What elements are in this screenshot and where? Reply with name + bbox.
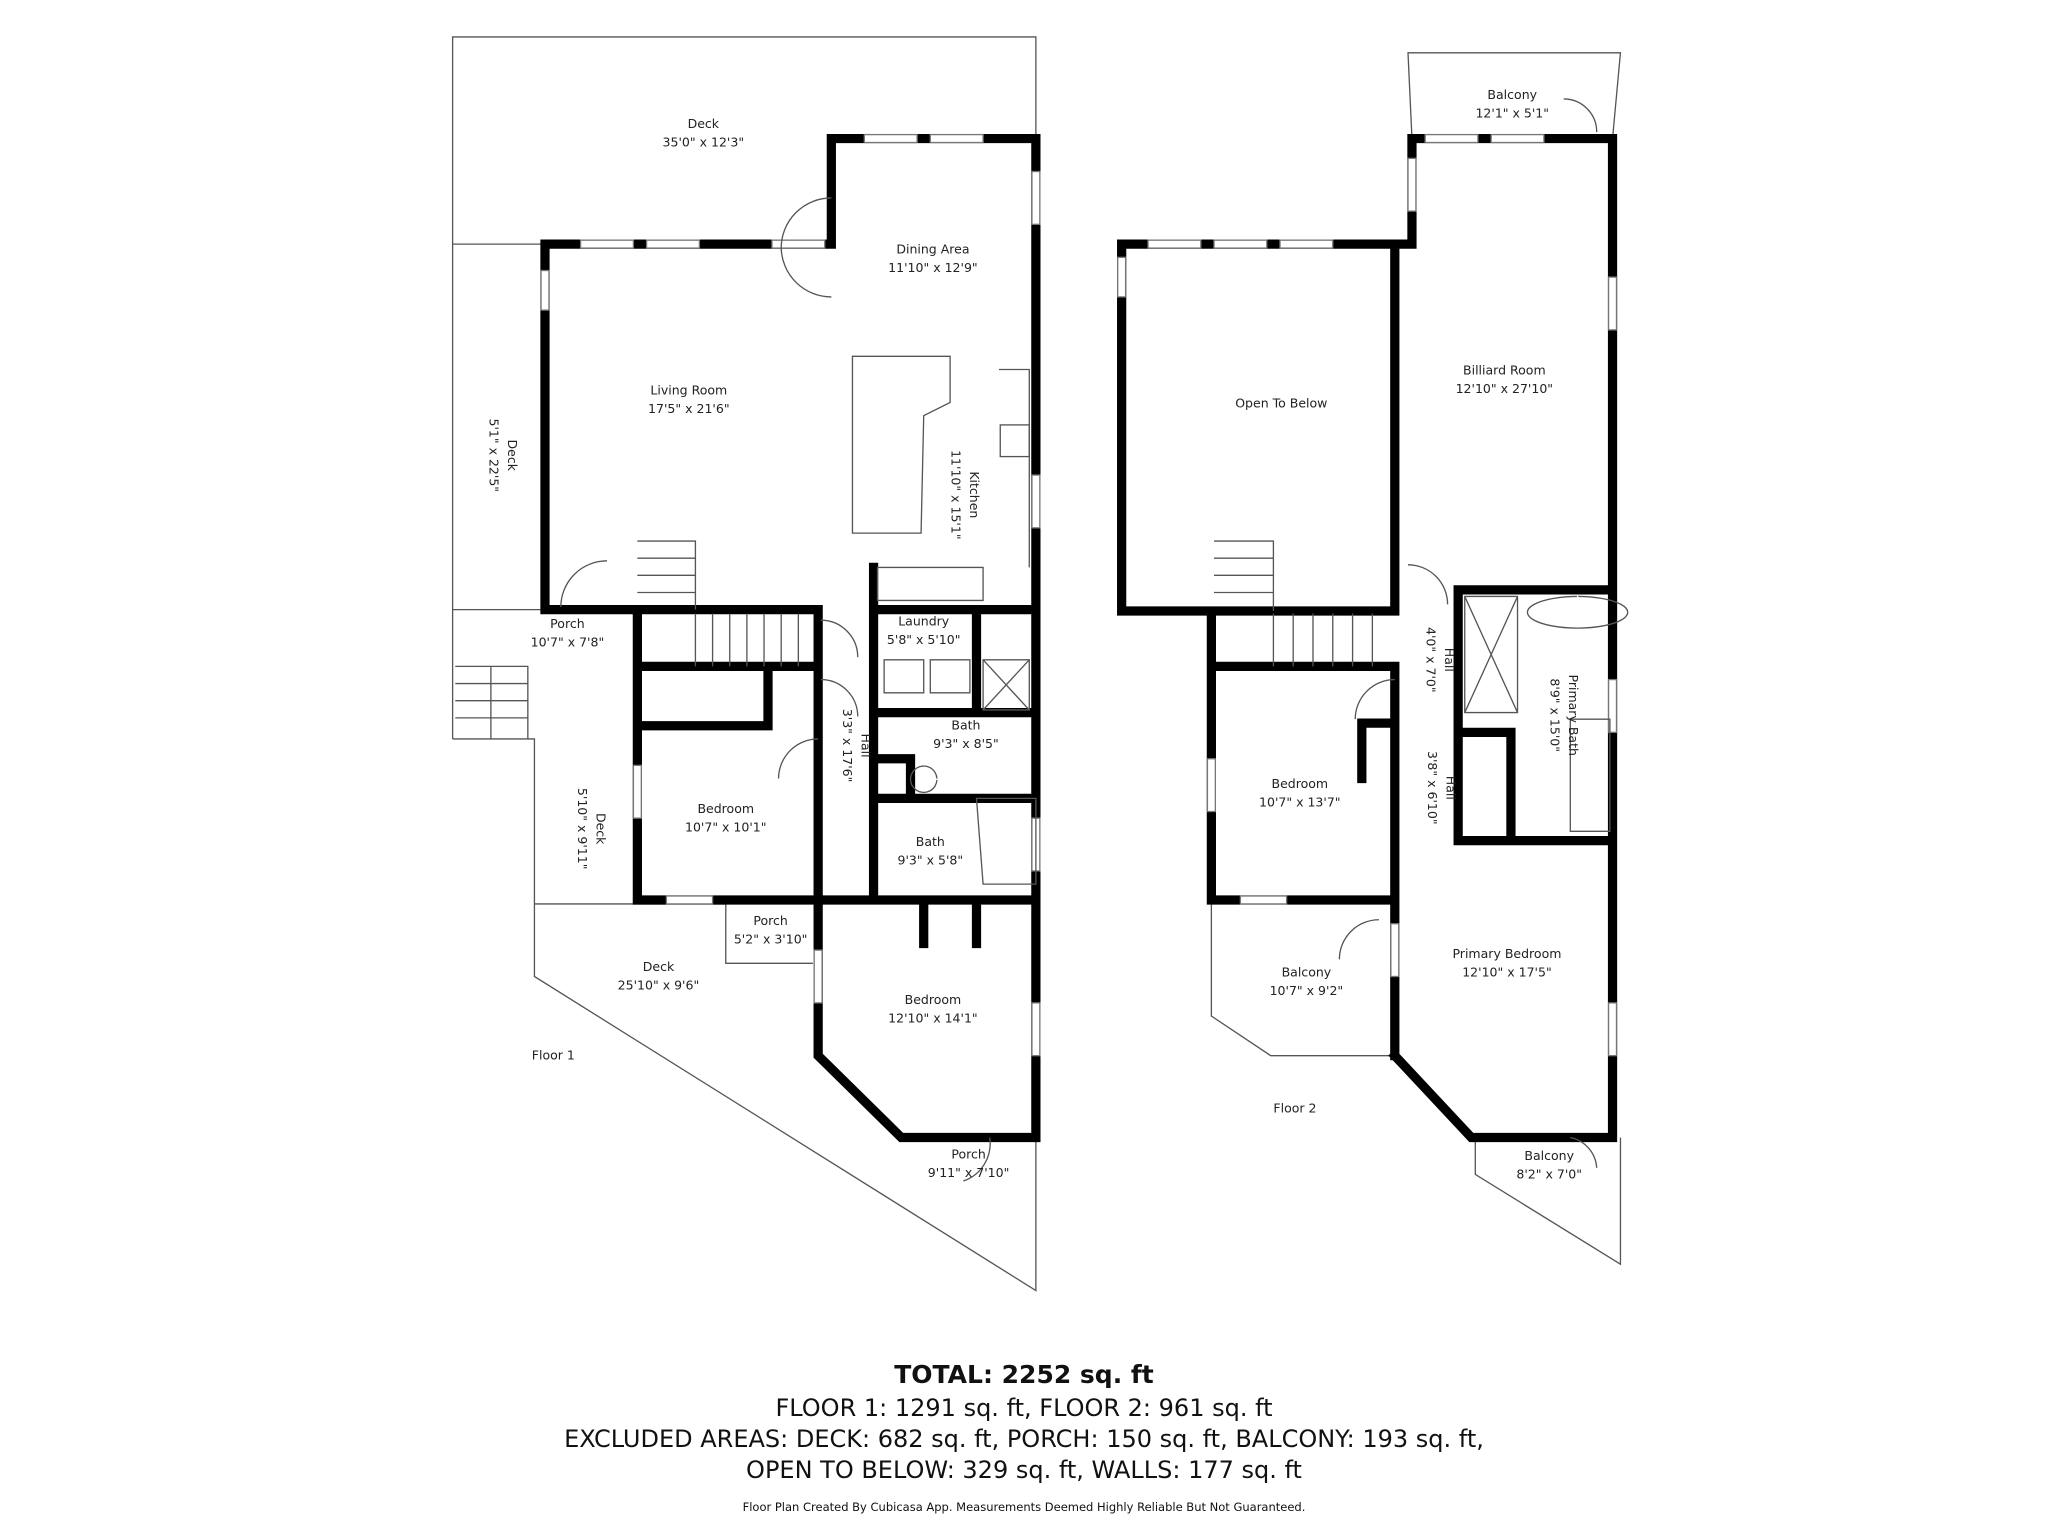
room-size: 3'8" x 6'10" <box>1425 751 1440 825</box>
room-name: Porch <box>951 1147 985 1162</box>
windows <box>540 133 1041 1057</box>
room-name: Living Room <box>650 383 727 398</box>
room-name: Balcony <box>1487 87 1537 102</box>
room-size: 4'0" x 7'0" <box>1423 627 1438 693</box>
room-name: Bedroom <box>1271 776 1328 791</box>
room-size: 12'10" x 27'10" <box>1456 381 1553 396</box>
room-name: Balcony <box>1282 964 1332 979</box>
excluded-areas-1: EXCLUDED AREAS: DECK: 682 sq. ft, PORCH:… <box>564 1425 1484 1453</box>
total-area: TOTAL: 2252 sq. ft <box>894 1360 1154 1389</box>
stairs-interior <box>637 540 800 667</box>
room-name: Hall <box>859 734 874 758</box>
room-name: Porch <box>753 913 787 928</box>
room-name: Hall <box>1443 776 1458 800</box>
room-name: Deck <box>593 813 608 845</box>
room-name: Kitchen <box>967 471 982 518</box>
room-name: Bedroom <box>905 992 962 1007</box>
bath-shower <box>883 659 1030 711</box>
room-size: 9'11" x 7'10" <box>928 1165 1010 1180</box>
room-size: 12'1" x 5'1" <box>1475 105 1549 120</box>
room-size: 5'10" x 9'11" <box>575 788 590 870</box>
room-name: Billiard Room <box>1463 363 1546 378</box>
floor-2-walls <box>1117 133 1618 1143</box>
room-size: 10'7" x 7'8" <box>531 635 605 650</box>
room-size: 11'10" x 15'1" <box>948 450 963 539</box>
room-size: 5'8" x 5'10" <box>887 632 961 647</box>
room-size: 9'3" x 5'8" <box>898 852 964 867</box>
floor-1-walls <box>540 133 1041 1143</box>
primary-bath-fixtures <box>1464 595 1629 832</box>
room-name: Balcony <box>1524 1148 1574 1163</box>
room-size: 12'10" x 14'1" <box>888 1011 978 1026</box>
balcony-outline <box>1210 52 1622 1266</box>
room-size: 8'9" x 15'0" <box>1548 678 1563 752</box>
room-name: Primary Bath <box>1566 674 1581 755</box>
room-name: Deck <box>688 116 720 131</box>
room-size: 17'5" x 21'6" <box>648 401 730 416</box>
room-size: 35'0" x 12'3" <box>663 134 745 149</box>
room-name: Deck <box>505 440 520 472</box>
stairs-outside <box>455 665 529 739</box>
room-name: Laundry <box>898 613 950 628</box>
floor-1-plan <box>451 36 1041 1292</box>
room-labels-floor-1: Deck 35'0" x 12'3" Dining Area 11'10" x 12… <box>487 116 1010 1180</box>
room-name: Open To Below <box>1235 396 1327 411</box>
room-size: 10'7" x 10'1" <box>685 819 767 834</box>
room-size: 5'1" x 22'5" <box>487 418 502 492</box>
room-size: 25'10" x 9'6" <box>618 978 700 993</box>
room-size: 5'2" x 3'10" <box>734 932 808 947</box>
kitchen-island <box>851 355 1030 602</box>
disclaimer: Floor Plan Created By Cubicasa App. Meas… <box>742 1500 1306 1514</box>
floor-2-plan <box>1117 52 1629 1266</box>
room-name: Bedroom <box>697 801 754 816</box>
stove-icon <box>999 424 1030 458</box>
excluded-areas-2: OPEN TO BELOW: 329 sq. ft, WALLS: 177 sq… <box>746 1456 1302 1484</box>
room-size: 8'2" x 7'0" <box>1516 1166 1582 1181</box>
room-name: Dining Area <box>896 241 969 256</box>
room-size: 10'7" x 9'2" <box>1270 983 1344 998</box>
deck-outline <box>451 36 1037 1292</box>
room-size: 12'10" x 17'5" <box>1462 964 1552 979</box>
room-name: Porch <box>550 616 584 631</box>
room-name: Deck <box>643 959 675 974</box>
room-size: 11'10" x 12'9" <box>888 260 978 275</box>
room-size: 3'3" x 17'6" <box>840 709 855 783</box>
doors <box>560 197 1037 1182</box>
room-size: 9'3" x 8'5" <box>933 736 999 751</box>
room-name: Bath <box>951 718 980 733</box>
room-name: Bath <box>916 834 945 849</box>
windows <box>1117 133 1618 1057</box>
floor-areas: FLOOR 1: 1291 sq. ft, FLOOR 2: 961 sq. f… <box>775 1394 1273 1422</box>
room-size: 10'7" x 13'7" <box>1259 794 1341 809</box>
doors <box>1338 98 1598 1168</box>
room-labels-floor-2: Balcony 12'1" x 5'1" Open To Below Billia… <box>1235 87 1582 1181</box>
floor-2-label: Floor 2 <box>1273 1100 1316 1115</box>
room-name: Hall <box>1442 648 1457 672</box>
floor-1-label: Floor 1 <box>532 1048 575 1063</box>
stairs-floor-2 <box>1214 540 1374 667</box>
room-name: Primary Bedroom <box>1452 946 1561 961</box>
